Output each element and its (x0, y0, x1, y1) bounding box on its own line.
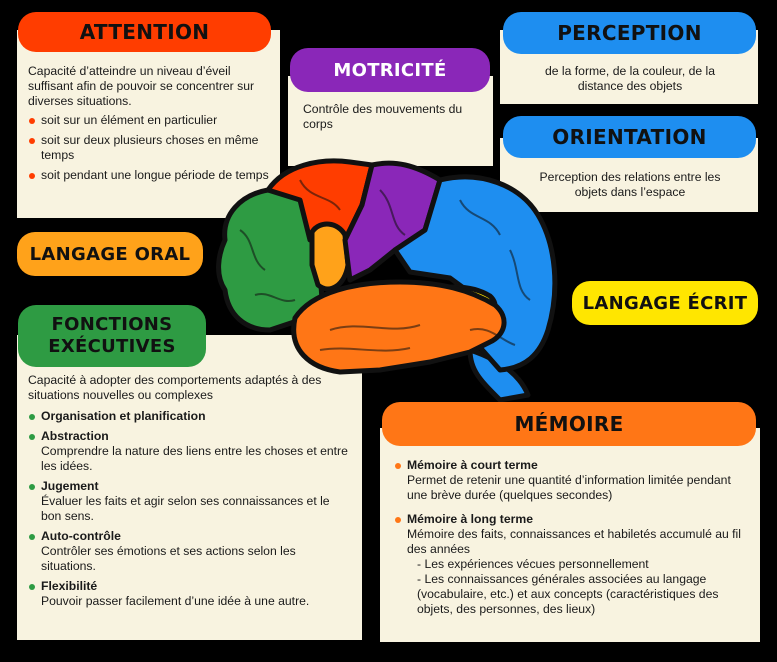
attention-body: Capacité d’atteindre un niveau d’éveil s… (28, 64, 276, 188)
motricite-region (342, 160, 443, 283)
langage-oral-region (309, 221, 351, 292)
attention-description: Capacité d’atteindre un niveau d’éveil s… (28, 64, 255, 108)
list-item: soit sur deux plusieurs choses en même t… (28, 133, 276, 163)
fonctions-executives-description: Capacité à adopter des comportements ada… (28, 373, 322, 402)
fonctions-executives-title: FONCTIONS EXÉCUTIVES (18, 305, 206, 367)
perception-region (392, 174, 558, 373)
perception-title: PERCEPTION (503, 12, 756, 54)
fonctions-executives-region (216, 187, 325, 333)
motricite-description: Contrôle des mouvements du corps (303, 102, 463, 131)
memoire-sub-item: - Les expériences vécues personnellement (417, 557, 649, 571)
motricite-title: MOTRICITÉ (290, 48, 490, 92)
list-item: soit sur un élément en particulier (28, 113, 276, 128)
langage-ecrit-title: LANGAGE ÉCRIT (572, 281, 758, 325)
attention-card (17, 30, 280, 218)
perception-description: de la forme, de la couleur, de la distan… (544, 64, 716, 93)
memoire-sub-item: - Les connaissances générales associées … (417, 572, 719, 616)
fonctions-executives-body: Capacité à adopter des comportements ada… (28, 373, 348, 614)
list-item: soit pendant une longue période de temps (28, 168, 276, 183)
orientation-title: ORIENTATION (503, 116, 756, 158)
memoire-title: MÉMOIRE (382, 402, 756, 446)
attention-list: soit sur un élément en particulier soit … (28, 113, 276, 183)
fonctions-executives-list: Organisation et planification Abstractio… (28, 409, 348, 609)
memoire-card (380, 428, 760, 642)
fonctions-card (17, 335, 362, 640)
attention-title: ATTENTION (18, 12, 271, 52)
orientation-description: Perception des relations entre les objet… (539, 170, 721, 199)
langage-oral-title: LANGAGE ORAL (17, 232, 203, 276)
list-item: Organisation et planification (28, 409, 348, 424)
